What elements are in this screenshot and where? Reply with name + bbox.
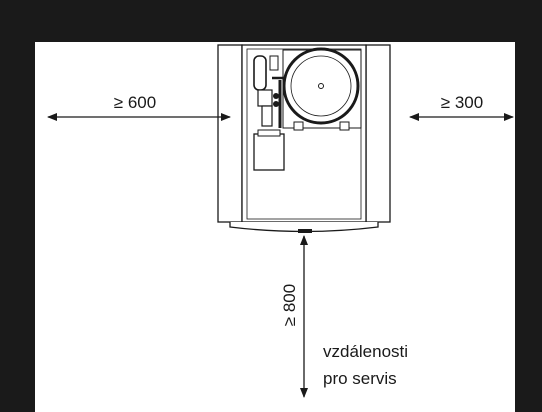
valve-dot-2 xyxy=(273,101,279,107)
burner-foot-left xyxy=(293,121,304,131)
sensor-box xyxy=(269,55,279,71)
boiler-side-panel-right xyxy=(365,44,391,223)
note-line-2: pro servis xyxy=(323,369,397,388)
boiler-unit xyxy=(217,44,391,233)
pump-lower xyxy=(261,105,273,127)
burner-foot-right xyxy=(339,121,350,131)
expansion-box xyxy=(253,133,285,171)
burner-center xyxy=(318,83,324,89)
expansion-box-lid xyxy=(257,129,281,137)
pump-upper xyxy=(257,89,273,107)
boiler-front-connector xyxy=(298,229,312,233)
wall-top xyxy=(0,0,542,42)
note-line-1: vzdálenosti xyxy=(323,342,408,361)
label-right-clearance: ≥ 300 xyxy=(441,93,483,112)
boiler-side-panel-left xyxy=(217,44,243,223)
label-front-clearance: ≥ 800 xyxy=(280,284,299,326)
valve-dot-1 xyxy=(273,93,279,99)
wall-left xyxy=(0,0,35,412)
filter-tank xyxy=(253,55,267,91)
label-left-clearance: ≥ 600 xyxy=(114,93,156,112)
wall-right xyxy=(515,0,542,412)
dimension-arrows xyxy=(47,113,514,398)
